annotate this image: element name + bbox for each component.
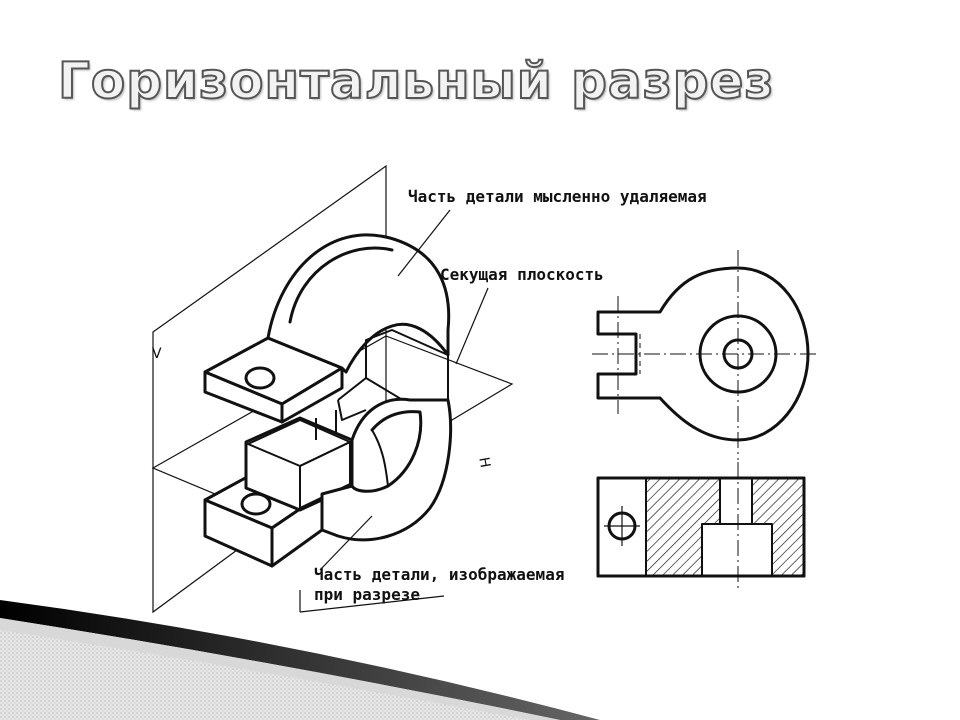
label-shown-part-1: Часть детали, изображаемая xyxy=(314,565,564,584)
leader-shown-part-underline xyxy=(299,590,445,613)
label-cutting-plane: Секущая плоскость xyxy=(440,265,604,284)
leader-shown-part xyxy=(319,515,373,571)
lower-shown-part xyxy=(203,397,453,568)
decorative-swoosh xyxy=(0,600,600,720)
label-shown-part-2: при разрезе xyxy=(314,585,420,604)
plane-v-label: V xyxy=(152,346,162,362)
leader-cutting-plane xyxy=(455,287,489,365)
leader-removed-part xyxy=(397,209,451,277)
label-removed-part: Часть детали мысленно удаляемая xyxy=(408,187,707,206)
slide-title: Горизонтальный разрез xyxy=(57,51,775,111)
plane-h-label: H xyxy=(475,456,493,469)
upper-removed-part xyxy=(203,233,451,424)
isometric-view: V H xyxy=(151,164,514,614)
front-view xyxy=(592,250,820,460)
section-view xyxy=(596,462,806,592)
